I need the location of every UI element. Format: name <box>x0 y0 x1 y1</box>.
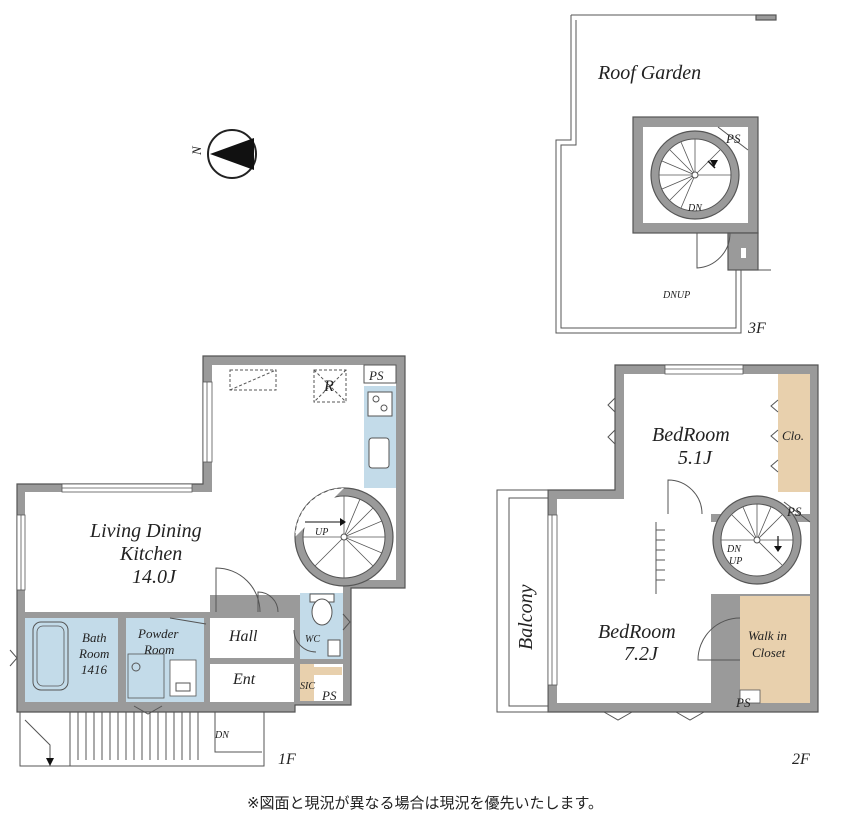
ldk-door-icon <box>215 567 261 613</box>
floor-1f: PS R UP Living Dining Kitchen 14.0J <box>9 355 406 768</box>
walk-in-closet <box>740 596 810 703</box>
1f-exterior-stairs: DN 1F <box>19 712 296 768</box>
bath-label-line1: Bath <box>82 630 107 645</box>
2f-ps-bottom-label: PS <box>735 695 751 710</box>
bedroom-1-door-icon <box>667 479 703 515</box>
ent-label: Ent <box>232 671 256 688</box>
ldk-size: 14.0J <box>132 566 177 588</box>
1f-r-label: R <box>323 378 334 395</box>
walkin-label-line1: Walk in <box>748 628 787 643</box>
bedroom-2-label: BedRoom <box>598 621 676 643</box>
bathtub <box>32 621 69 691</box>
balcony-label: Balcony <box>515 584 537 650</box>
disclaimer-note: ※図面と現況が異なる場合は現況を優先いたします。 <box>246 794 604 812</box>
2f-floor-label: 2F <box>792 751 810 768</box>
compass-north-label: N <box>189 145 204 156</box>
1f-dn-label: DN <box>214 730 230 741</box>
bedroom-1-label: BedRoom <box>652 424 730 446</box>
3f-ps-label: PS <box>725 131 741 146</box>
powder-label-line1: Powder <box>137 626 179 641</box>
floor-3f: PS DN DNUP Roof Garden 3F <box>555 14 777 337</box>
3f-door-icon <box>696 232 731 269</box>
walkin-label-line2: Closet <box>752 645 786 660</box>
bedroom-2-door-icon <box>697 617 741 661</box>
entrance <box>210 664 294 702</box>
3f-floor-label: 3F <box>747 320 766 337</box>
bath-label-line2: Room <box>78 646 109 661</box>
2f-ps-top-label: PS <box>786 504 802 519</box>
3f-stair-arrow-icon <box>710 160 718 167</box>
hall <box>210 618 294 658</box>
floor-2f: Balcony PS DN UP BedRoom 5.1J Clo. BedRo… <box>496 364 819 768</box>
2f-dn-label: DN <box>726 544 742 555</box>
2f-up-label: UP <box>729 556 742 567</box>
powder-label-line2: Room <box>143 642 174 657</box>
sic-storage <box>300 664 314 701</box>
sic-label: SIC <box>300 681 315 692</box>
ldk-label-line2: Kitchen <box>119 543 182 565</box>
roof-garden-label: Roof Garden <box>597 62 701 84</box>
1f-up-label: UP <box>315 527 328 538</box>
bedroom-1-size: 5.1J <box>678 447 713 469</box>
ldk-label-line1: Living Dining <box>89 520 202 542</box>
1f-floor-label: 1F <box>278 751 296 768</box>
3f-dn-label: DN <box>687 203 703 214</box>
bedroom-2-size: 7.2J <box>624 643 659 665</box>
3f-dnup-label: DNUP <box>662 290 690 301</box>
compass: N <box>189 129 257 179</box>
compass-arrow-icon <box>210 138 254 170</box>
hall-label: Hall <box>228 628 258 645</box>
2f-stair-arrow-icon <box>774 546 782 552</box>
1f-ps-bottom-label: PS <box>321 688 337 703</box>
closet-label: Clo. <box>782 428 804 443</box>
wc-label: WC <box>305 634 320 645</box>
closet <box>778 374 810 492</box>
1f-stair-arrow-icon <box>340 518 346 526</box>
1f-step-arrow-icon <box>46 758 54 766</box>
1f-ps-top-label: PS <box>368 368 384 383</box>
bath-size: 1416 <box>81 662 108 677</box>
